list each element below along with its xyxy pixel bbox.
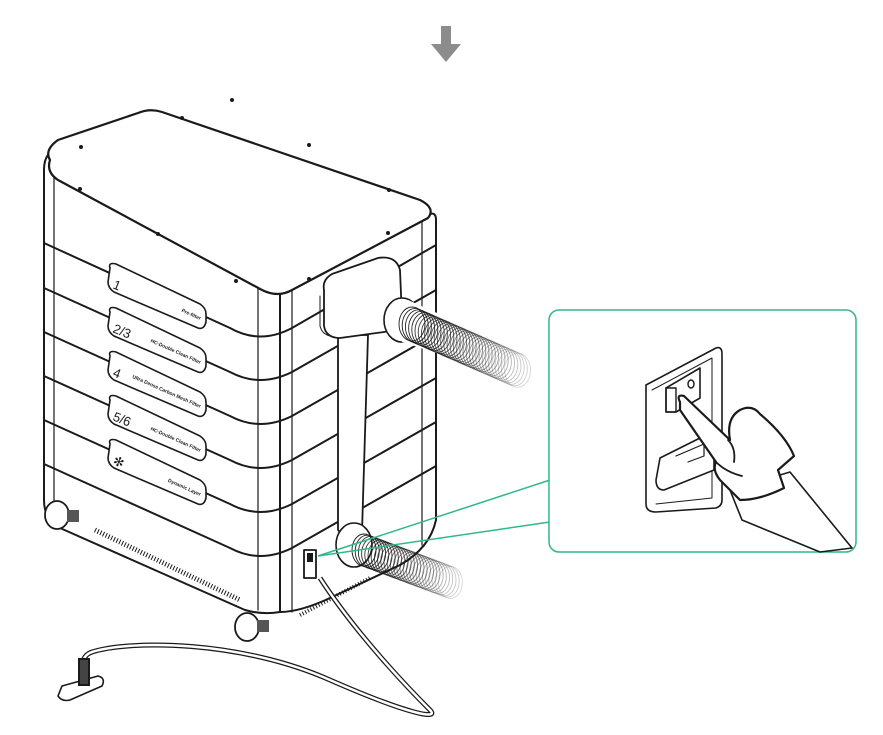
hose-rib (491, 347, 519, 383)
layer-separators (43, 242, 437, 557)
callout-lines (317, 479, 551, 557)
hose-rib (504, 352, 532, 388)
hose-rib (452, 330, 480, 366)
hose-rib (402, 552, 428, 586)
hose-rib (401, 307, 429, 343)
hose-rib (497, 349, 525, 385)
hose-rib (405, 553, 431, 587)
hose-rib (417, 314, 445, 350)
hose-rib (398, 306, 426, 342)
hose-rib (481, 342, 509, 378)
hand-pressing-switch (677, 394, 796, 502)
arrow-down-icon (431, 26, 461, 62)
hose-rib (404, 309, 432, 345)
hose-rib (415, 557, 441, 591)
hose-rib (475, 340, 503, 376)
lid-screws (78, 98, 391, 283)
hose-rib (412, 556, 438, 590)
wall-plug (57, 675, 105, 702)
hose-rib (430, 320, 458, 356)
hose-rib (456, 331, 484, 367)
hose-rib (465, 335, 493, 371)
hose-rib (431, 563, 457, 597)
hose-rib (433, 321, 461, 357)
hose-rib (421, 559, 447, 593)
hose-rib (484, 344, 512, 380)
hose-rib (411, 312, 439, 348)
caster-wheels (44, 500, 269, 642)
inset-closeup-panel (548, 309, 857, 553)
hose-rib (427, 319, 455, 355)
hose-rib (440, 324, 468, 360)
hose-rib (500, 351, 528, 387)
hose-rib (472, 338, 500, 374)
filter-number: 5/6 (111, 409, 133, 430)
filter-number: 2/3 (111, 321, 133, 342)
hose-rib (428, 562, 454, 596)
hose-rib (436, 323, 464, 359)
hose-rib (449, 328, 477, 364)
hose-rib (418, 558, 444, 592)
hose-rib (494, 348, 522, 384)
hose-rib (409, 555, 435, 589)
hose-rib (399, 551, 425, 585)
air-filtration-unit (43, 98, 437, 642)
upper-hose (383, 297, 532, 388)
top-lid (47, 109, 432, 296)
filter-number: ✻ (111, 453, 127, 471)
hose-rib (443, 326, 471, 362)
hose-rib (478, 341, 506, 377)
hose-rib (408, 310, 436, 346)
hose-rib (462, 334, 490, 370)
hose-rib (420, 316, 448, 352)
hose-rib (459, 333, 487, 369)
hose-rib (468, 337, 496, 373)
hose-rib (425, 561, 451, 595)
hose-rib (446, 327, 474, 363)
hose-rib (424, 317, 452, 353)
power-cord (57, 576, 435, 717)
power-switch-on-device[interactable] (303, 549, 317, 579)
hose-rib (434, 564, 460, 598)
hose-rib (414, 313, 442, 349)
filter-label-5: ✻Dynamic Layer (107, 438, 207, 506)
hose-rib (488, 345, 516, 381)
hose-rib (437, 565, 463, 599)
